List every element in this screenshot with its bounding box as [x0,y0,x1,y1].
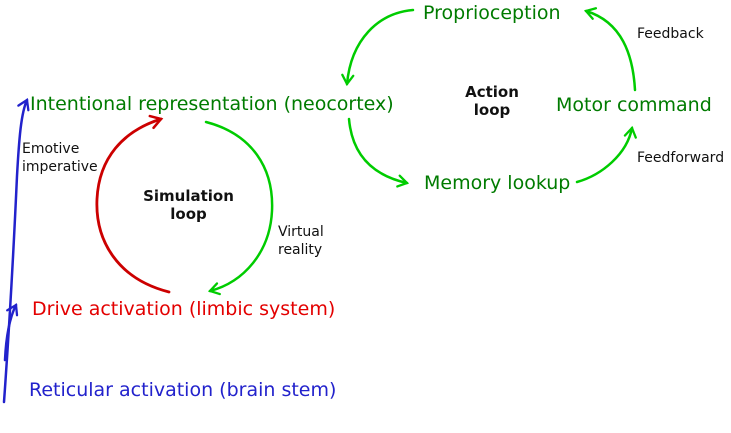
node-reticular-activation: Reticular activation (brain stem) [29,379,337,401]
simulation-loop-title-line1: Simulation [143,187,234,205]
arrow-memory-lookup-to-motor-command-feedforward [575,125,637,184]
node-motor-command: Motor command [556,94,712,116]
annotation-emotive-imperative-line2: imperative [22,158,98,175]
annotation-virtual-reality-line1: Virtual [278,224,324,240]
annotation-virtual-reality-line2: reality [278,241,323,258]
arrow-reticular-to-drive [3,303,19,362]
node-proprioception: Proprioception [423,2,561,24]
annotation-feedforward: Feedforward [637,150,725,166]
node-intentional-representation: Intentional representation (neocortex) [30,93,394,115]
arrow-proprioception-to-intentional [341,8,415,87]
arrow-intentional-to-drive-virtual-reality [204,120,274,296]
action-loop-title-line1: Action [465,83,519,101]
action-loop-title: Action loop [449,83,535,119]
annotation-emotive-imperative: Emotive imperative [22,141,98,176]
arrow-drive-to-intentional-emotive-imperative [95,114,171,294]
annotation-virtual-reality: Virtual reality [278,224,324,259]
annotation-feedback: Feedback [637,26,704,42]
arrow-intentional-to-memory-lookup [347,117,410,188]
annotation-emotive-imperative-line1: Emotive [22,141,80,157]
arrow-motor-command-to-proprioception-feedback [583,7,637,92]
simulation-loop-title-line2: loop [170,205,207,223]
arrow-reticular-to-intentional [2,98,30,404]
action-loop-title-line2: loop [473,101,511,119]
node-memory-lookup: Memory lookup [424,172,571,194]
simulation-loop-title: Simulation loop [141,187,236,223]
node-drive-activation: Drive activation (limbic system) [32,298,336,320]
